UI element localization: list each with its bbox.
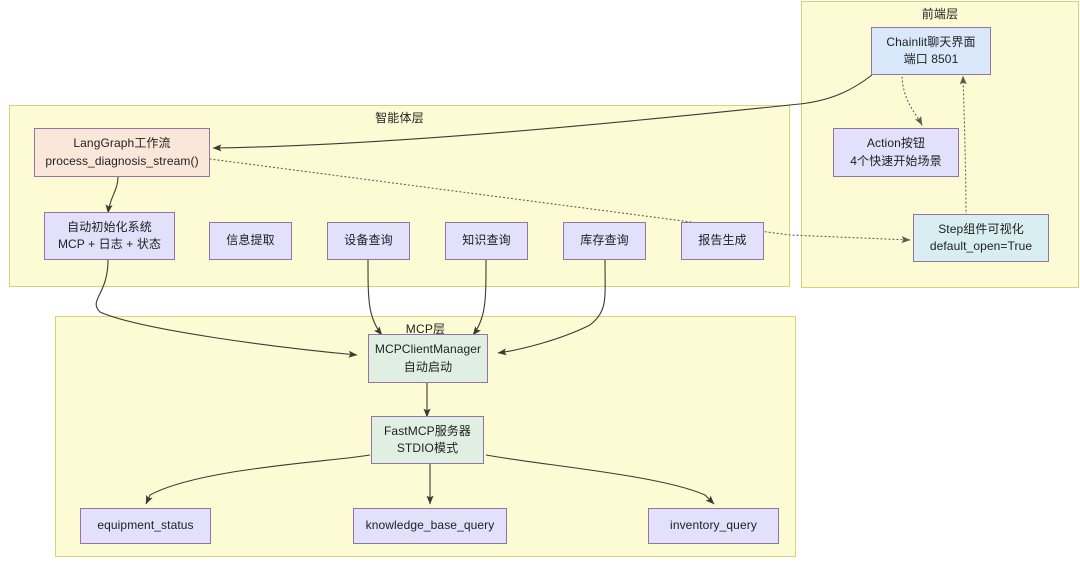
- layer-mcp-title: MCP层: [405, 322, 446, 336]
- node-action-button-line2: 4个快速开始场景: [850, 153, 942, 168]
- node-fastmcp-server[interactable]: FastMCP服务器 STDIO模式: [371, 416, 484, 464]
- node-inventory-query-label: inventory_query: [670, 518, 757, 533]
- node-action-button[interactable]: Action按钮 4个快速开始场景: [833, 128, 959, 177]
- node-report-generation-label: 报告生成: [698, 233, 747, 248]
- node-langgraph-workflow-line1: LangGraph工作流: [73, 136, 171, 151]
- node-chainlit-line1: Chainlit聊天界面: [886, 34, 976, 49]
- node-device-query-label: 设备查询: [344, 233, 393, 248]
- node-mcp-client-manager-line2: 自动启动: [403, 359, 453, 374]
- node-step-component[interactable]: Step组件可视化 default_open=True: [913, 214, 1049, 262]
- node-inventory-query[interactable]: inventory_query: [648, 508, 779, 544]
- node-langgraph-workflow[interactable]: LangGraph工作流 process_diagnosis_stream(): [34, 128, 210, 177]
- node-chainlit[interactable]: Chainlit聊天界面 端口 8501: [871, 27, 991, 75]
- node-auto-init-system-line2: MCP + 日志 + 状态: [57, 237, 162, 251]
- layer-frontend-title: 前端层: [921, 7, 959, 21]
- node-info-extract-label: 信息提取: [226, 233, 275, 248]
- node-knowledge-query-label: 知识查询: [462, 233, 511, 248]
- node-action-button-line1: Action按钮: [866, 136, 926, 151]
- node-info-extract[interactable]: 信息提取: [209, 222, 292, 260]
- node-equipment-status-label: equipment_status: [97, 518, 194, 533]
- node-chainlit-line2: 端口 8501: [903, 52, 959, 66]
- node-auto-init-system-line1: 自动初始化系统: [67, 219, 152, 234]
- layer-agent-title: 智能体层: [375, 111, 424, 125]
- node-step-component-line1: Step组件可视化: [938, 221, 1024, 236]
- node-fastmcp-server-line1: FastMCP服务器: [383, 423, 471, 438]
- node-mcp-client-manager[interactable]: MCPClientManager 自动启动: [368, 334, 488, 383]
- node-knowledge-base-query-label: knowledge_base_query: [365, 518, 495, 533]
- node-langgraph-workflow-line2: process_diagnosis_stream(): [45, 153, 199, 168]
- node-step-component-line2: default_open=True: [929, 239, 1033, 253]
- node-report-generation[interactable]: 报告生成: [681, 222, 764, 260]
- node-inventory-query-cn[interactable]: 库存查询: [563, 222, 646, 260]
- node-knowledge-base-query[interactable]: knowledge_base_query: [353, 508, 507, 544]
- node-mcp-client-manager-line1: MCPClientManager: [374, 342, 482, 357]
- node-equipment-status[interactable]: equipment_status: [80, 508, 211, 544]
- node-fastmcp-server-line2: STDIO模式: [396, 441, 459, 455]
- node-knowledge-query[interactable]: 知识查询: [445, 222, 528, 260]
- node-device-query[interactable]: 设备查询: [327, 222, 410, 260]
- node-inventory-query-cn-label: 库存查询: [580, 233, 629, 248]
- node-auto-init-system[interactable]: 自动初始化系统 MCP + 日志 + 状态: [44, 212, 175, 260]
